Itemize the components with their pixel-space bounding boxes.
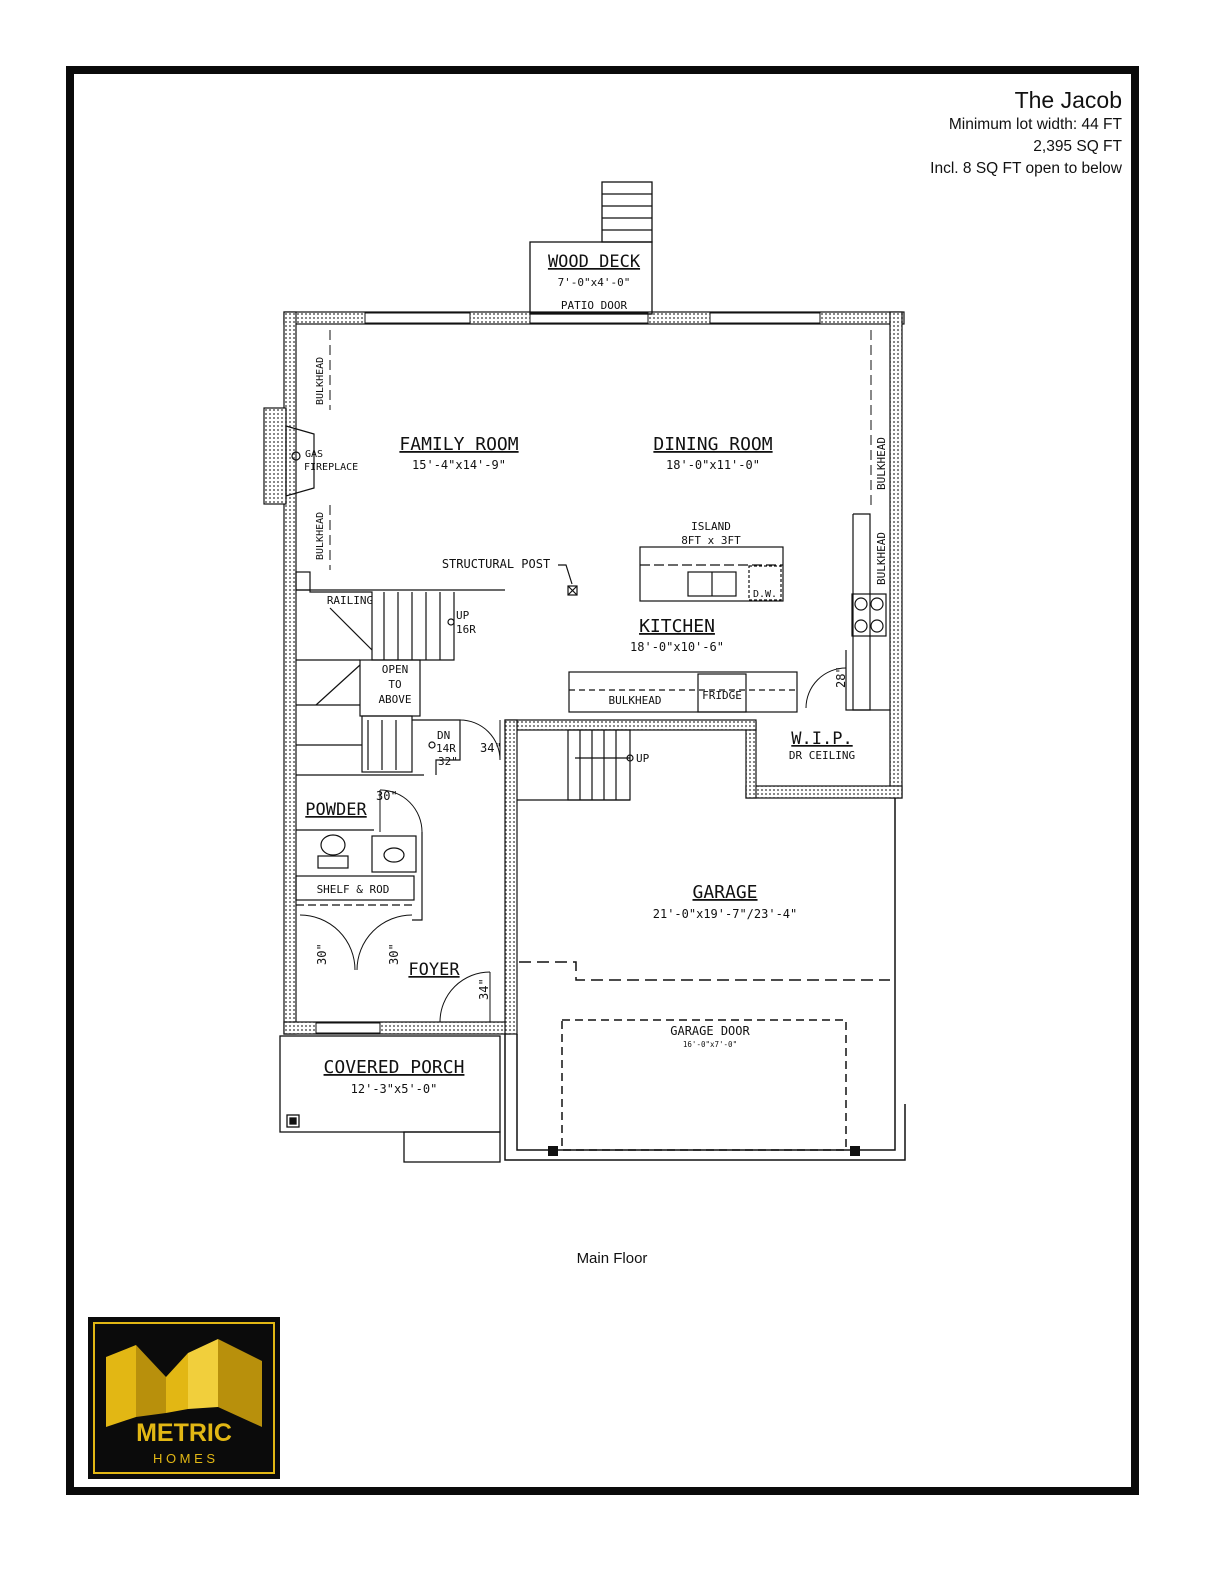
door-30-label-3: 30" bbox=[387, 943, 401, 965]
square-footage: 2,395 SQ FT bbox=[1033, 138, 1122, 155]
foyer-name: FOYER bbox=[408, 960, 460, 980]
family-room-dims: 15'-4"x14'-9" bbox=[412, 458, 506, 472]
stairs-up-risers: 16R bbox=[456, 623, 476, 636]
windows bbox=[315, 312, 821, 1034]
door-34-label-2: 34" bbox=[477, 978, 491, 1000]
logo-sub: H O M E S bbox=[153, 1451, 215, 1466]
family-room-name: FAMILY ROOM bbox=[399, 434, 518, 455]
fireplace-label: FIREPLACE bbox=[304, 462, 358, 473]
dining-room-dims: 18'-0"x11'-0" bbox=[666, 458, 760, 472]
stairs-up-label: UP bbox=[456, 609, 470, 622]
covered-porch-name: COVERED PORCH bbox=[324, 1057, 465, 1078]
floor-caption: Main Floor bbox=[576, 1250, 648, 1267]
dishwasher-label: D.W. bbox=[753, 589, 777, 600]
stairs-dn-label: DN bbox=[437, 729, 450, 742]
plan-header: The Jacob Minimum lot width: 44 FT 2,395… bbox=[930, 86, 1122, 180]
bulkhead-label-3: BULKHEAD bbox=[875, 437, 888, 490]
wood-deck-dims: 7'-0"x4'-0" bbox=[558, 276, 631, 289]
shelf-rod-label: SHELF & ROD bbox=[317, 883, 390, 896]
open-to-below-note: Incl. 8 SQ FT open to below bbox=[930, 160, 1122, 177]
page-frame bbox=[66, 66, 1139, 1495]
door-30-label-2: 30" bbox=[315, 943, 329, 965]
island-label: ISLAND bbox=[691, 520, 731, 533]
garage-stairs-up-label: UP bbox=[636, 752, 650, 765]
covered-porch bbox=[279, 1035, 501, 1163]
door-28-label: 28" bbox=[834, 666, 848, 688]
stairs-dn-risers: 14R bbox=[436, 742, 456, 755]
open-to-above-1: OPEN bbox=[382, 663, 409, 676]
kitchen-bulkhead-label: BULKHEAD bbox=[609, 694, 662, 707]
island-dims: 8FT x 3FT bbox=[681, 534, 741, 547]
logo-brand: METRIC bbox=[136, 1419, 232, 1447]
garage-stairs bbox=[517, 729, 634, 801]
door-30-label-1: 30" bbox=[376, 789, 398, 803]
garage-door-label: GARAGE DOOR bbox=[670, 1024, 750, 1038]
garage-walls bbox=[504, 798, 906, 1161]
gas-label: GAS bbox=[305, 449, 323, 460]
wip-name: W.I.P. bbox=[791, 729, 852, 749]
door-34-label-1: 34" bbox=[480, 741, 502, 755]
main-stairs bbox=[296, 589, 505, 776]
bulkhead-label-4: BULKHEAD bbox=[875, 532, 888, 585]
garage-dims: 21'-0"x19'-7"/23'-4" bbox=[653, 907, 798, 921]
garage-door-dims: 16'-0"x7'-0" bbox=[683, 1040, 737, 1049]
kitchen-island bbox=[639, 546, 784, 602]
covered-porch-dims: 12'-3"x5'-0" bbox=[351, 1082, 438, 1096]
garage-name: GARAGE bbox=[692, 882, 757, 903]
structural-post-label: STRUCTURAL POST bbox=[442, 557, 550, 571]
door-swings bbox=[299, 667, 847, 1023]
bulkhead-label-2: BULKHEAD bbox=[315, 512, 326, 560]
powder-and-closet bbox=[295, 829, 423, 921]
open-to-above-3: ABOVE bbox=[378, 693, 411, 706]
bulkhead-label-1: BULKHEAD bbox=[315, 357, 326, 405]
kitchen-name: KITCHEN bbox=[639, 616, 715, 637]
dining-room-name: DINING ROOM bbox=[653, 434, 772, 455]
wood-deck bbox=[529, 181, 653, 315]
fridge-label: FRIDGE bbox=[702, 689, 742, 702]
garage-posts bbox=[548, 1146, 860, 1156]
door-32-label: 32" bbox=[438, 755, 458, 768]
kitchen-dims: 18'-0"x10'-6" bbox=[630, 640, 724, 654]
powder-name: POWDER bbox=[305, 800, 367, 820]
structural-post bbox=[558, 564, 578, 596]
patio-door-label: PATIO DOOR bbox=[561, 299, 628, 312]
bulkhead-lines bbox=[329, 330, 872, 570]
metric-homes-logo: METRIC H O M E S bbox=[88, 1317, 280, 1479]
open-to-above-2: TO bbox=[388, 678, 401, 691]
lot-width: Minimum lot width: 44 FT bbox=[948, 116, 1122, 133]
wip-note: DR CEILING bbox=[789, 749, 855, 762]
wood-deck-name: WOOD DECK bbox=[548, 252, 641, 272]
plan-title: The Jacob bbox=[1014, 87, 1122, 113]
railing-label: RAILING bbox=[327, 594, 373, 607]
logo-mark: METRIC H O M E S bbox=[93, 1322, 275, 1474]
